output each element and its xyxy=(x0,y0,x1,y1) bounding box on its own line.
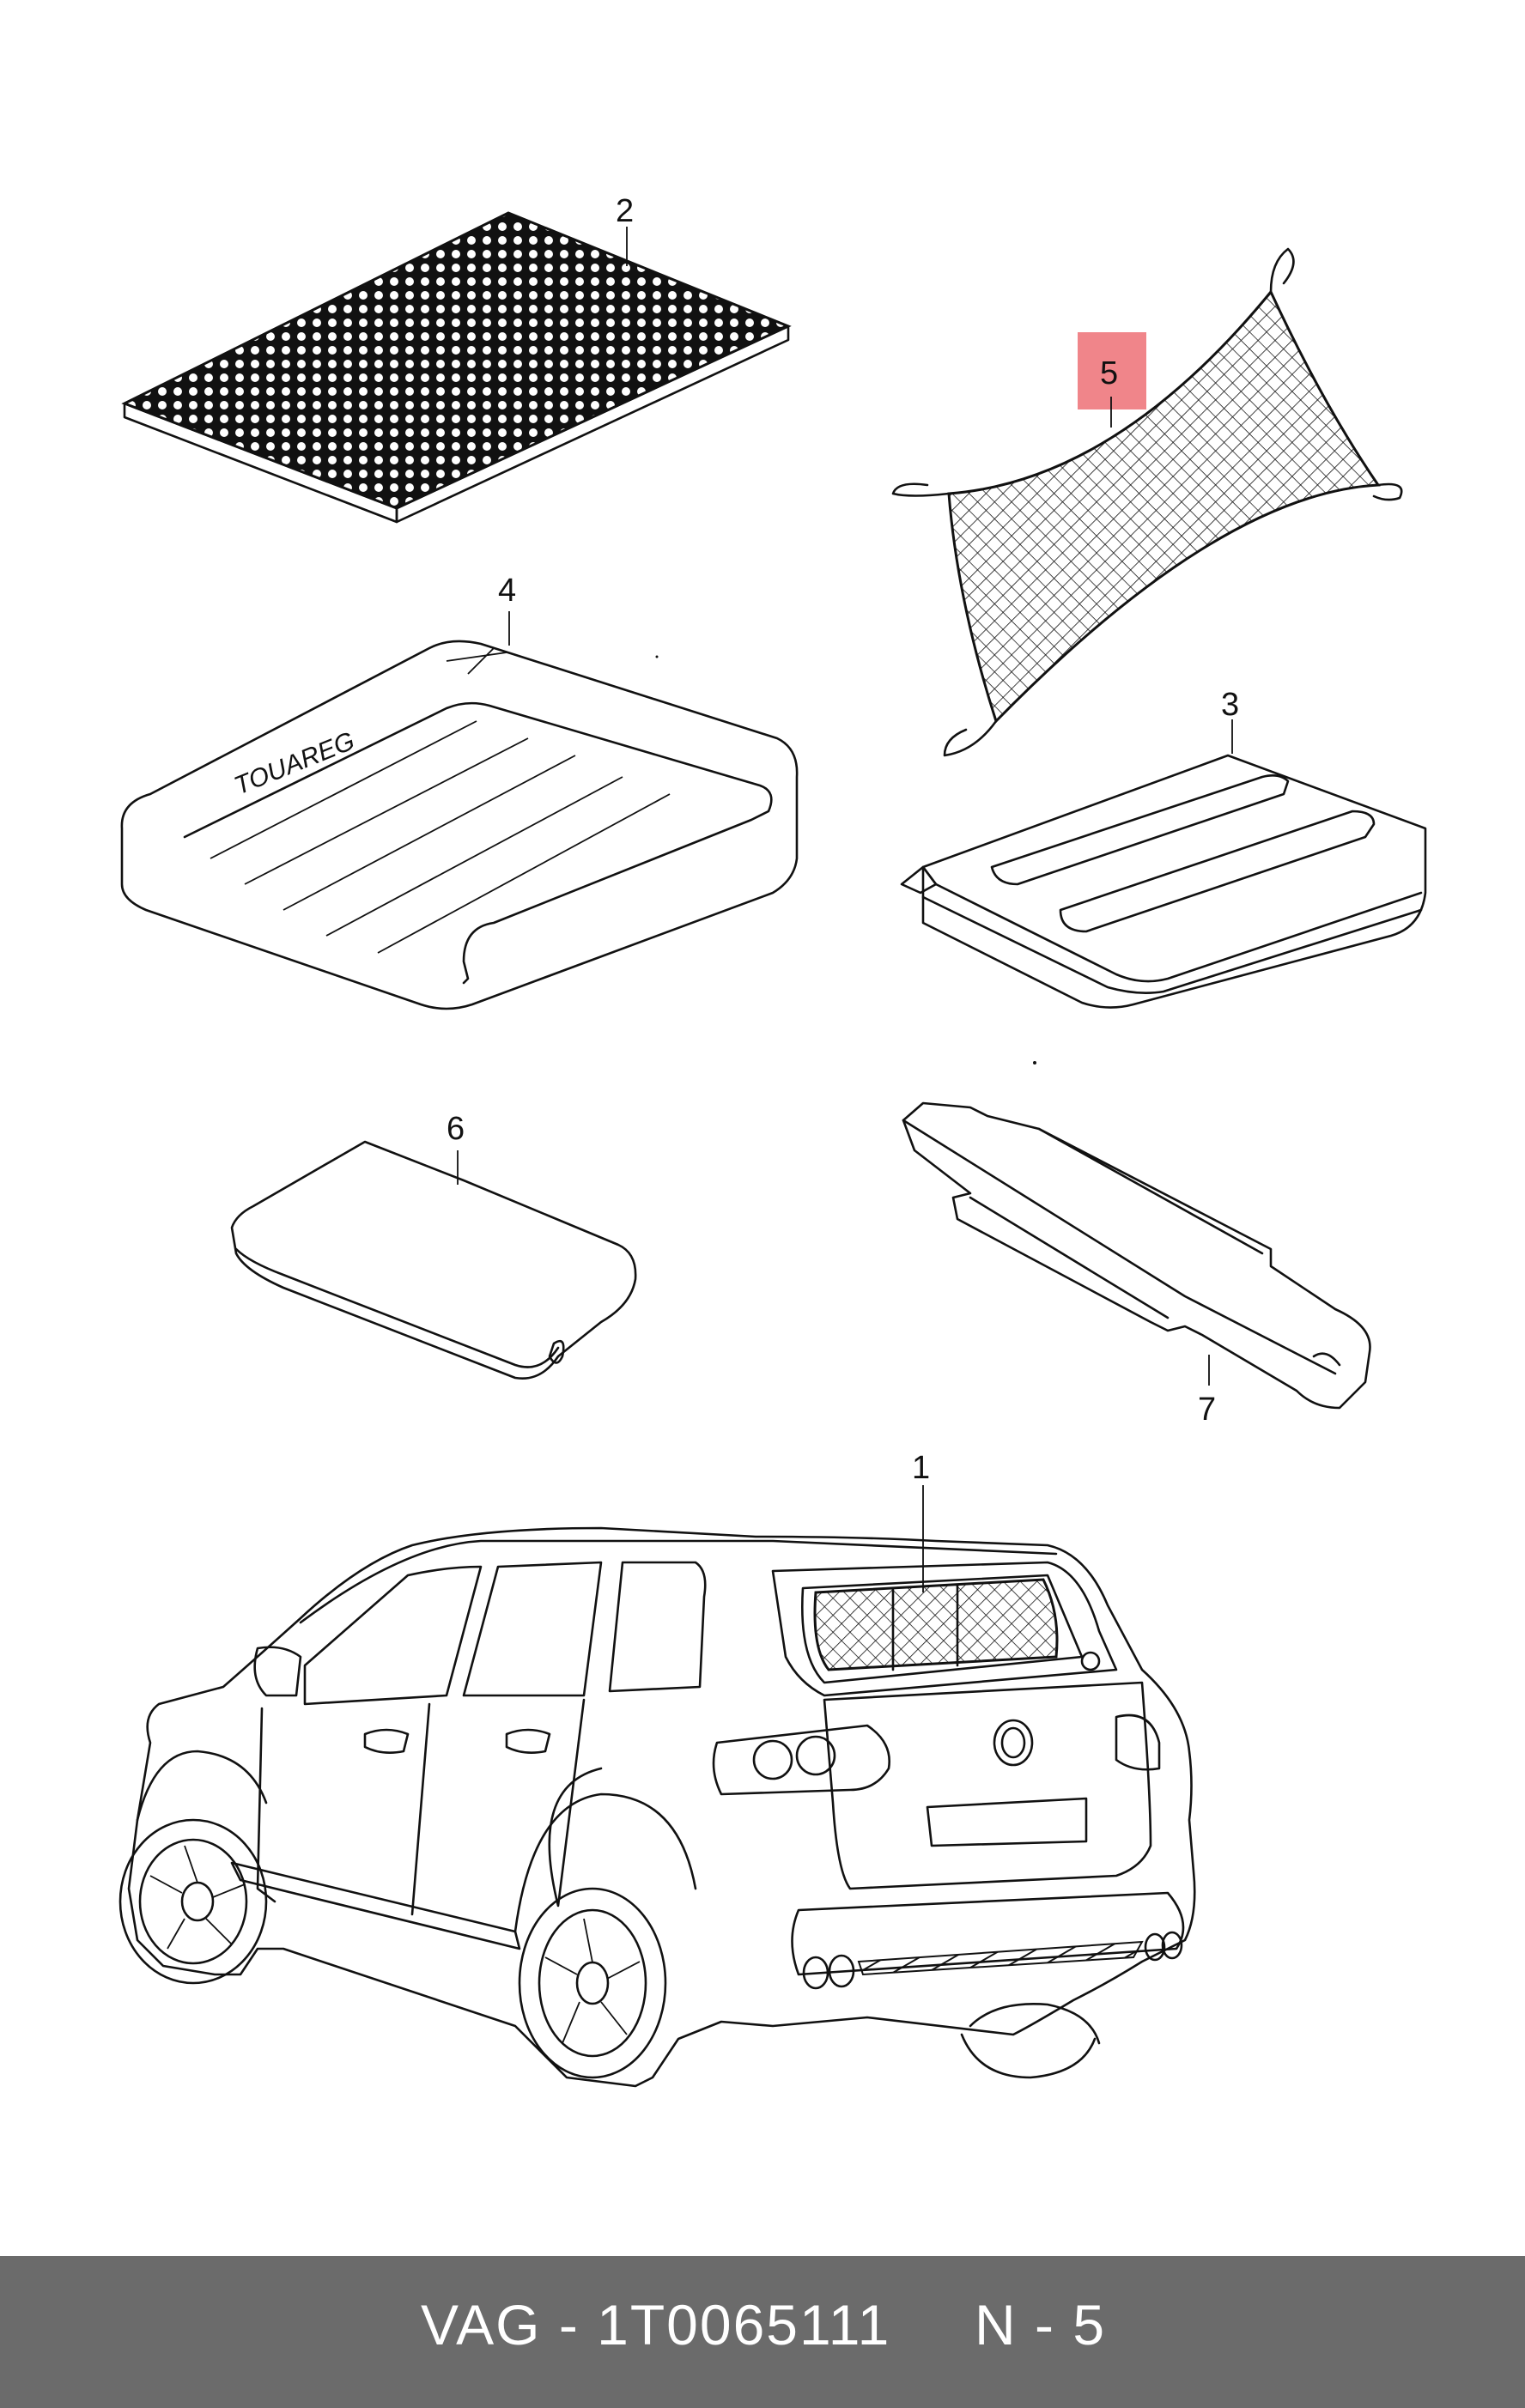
callout-6: 6 xyxy=(447,1111,465,1147)
part-7-roller-blind xyxy=(902,1101,1371,1410)
callout-1: 1 xyxy=(912,1450,930,1486)
part-2-rubber-mat xyxy=(121,211,792,524)
part-5-cargo-net xyxy=(891,247,1403,757)
part-3-luggage-cover xyxy=(900,754,1427,1009)
callout-3: 3 xyxy=(1221,687,1239,723)
callout-5: 5 xyxy=(1100,355,1118,391)
part-1-vehicle-with-net xyxy=(118,1526,1196,2088)
footer-bar: VAG - 1T0065111 N - 5 xyxy=(0,2256,1525,2408)
callout-5-highlight xyxy=(1078,332,1146,409)
part-4-trunk-tray: TOUAREG xyxy=(120,640,799,1010)
part-number-label: VAG - 1T0065111 xyxy=(421,2293,891,2356)
mat-brand-text: TOUAREG xyxy=(230,727,358,801)
parts-diagram: 2 TOUAREG 4 5 3 6 xyxy=(118,193,1427,2088)
callout-7: 7 xyxy=(1198,1392,1216,1428)
callout-2: 2 xyxy=(616,193,634,229)
position-label: N - 5 xyxy=(975,2293,1107,2356)
callout-4: 4 xyxy=(498,573,516,609)
part-6-floor-cover xyxy=(230,1140,637,1380)
